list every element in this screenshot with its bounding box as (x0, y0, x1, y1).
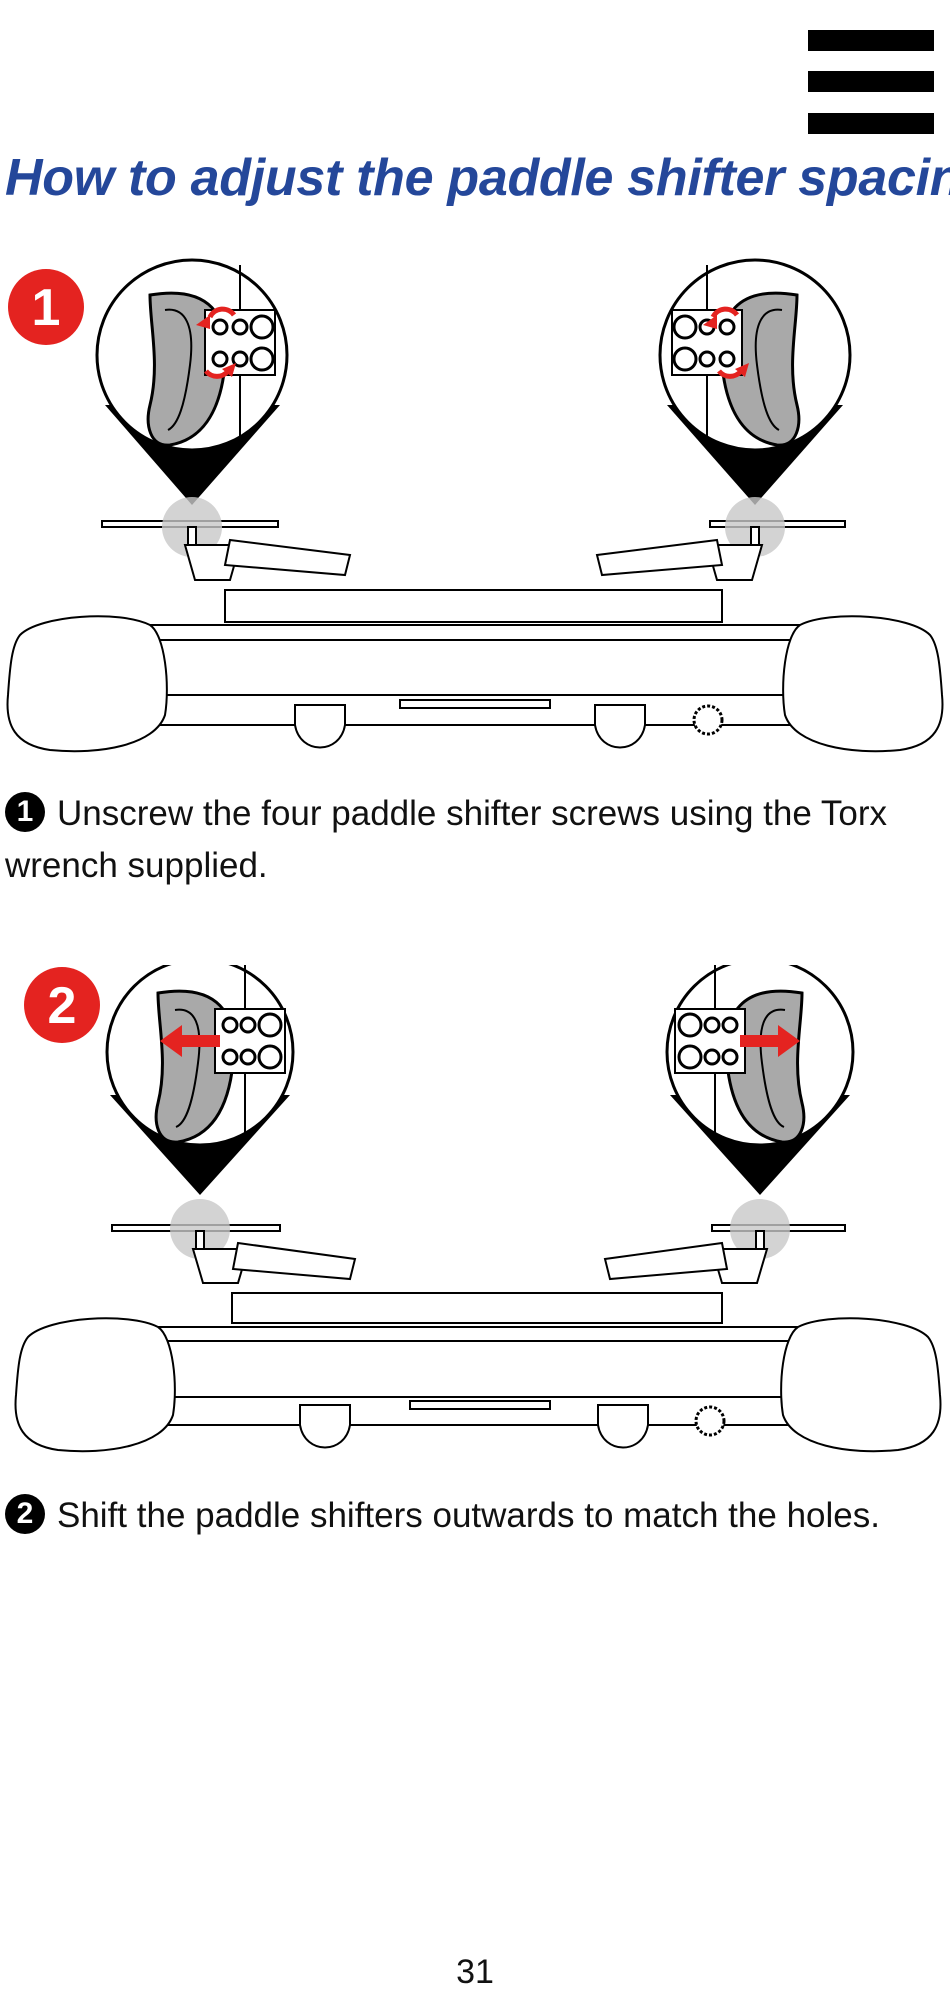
step-1-instruction: Unscrew the four paddle shifter screws u… (5, 794, 888, 885)
svg-text:2: 2 (48, 977, 77, 1035)
page-number: 31 (456, 1953, 494, 1991)
step-2-text: 2 Shift the paddle shifters outwards to m… (5, 1490, 945, 1542)
left-paddle-closeup (105, 965, 295, 1195)
step-2-illustration: 2 (0, 965, 950, 1465)
step-1-badge: 1 (8, 269, 84, 345)
right-paddle-closeup (658, 258, 852, 505)
right-paddle-closeup (665, 965, 855, 1195)
page-title: How to adjust the paddle shifter spacing (5, 149, 950, 207)
step-1-bullet: 1 (5, 792, 45, 832)
svg-text:1: 1 (32, 279, 61, 337)
left-paddle-closeup (95, 258, 289, 505)
hamburger-menu-icon[interactable] (808, 30, 934, 134)
step-2-bullet: 2 (5, 1494, 45, 1534)
step-1-illustration: 1 (0, 255, 950, 775)
step-2-instruction: Shift the paddle shifters outwards to ma… (57, 1496, 880, 1535)
step-2-badge: 2 (24, 967, 100, 1043)
